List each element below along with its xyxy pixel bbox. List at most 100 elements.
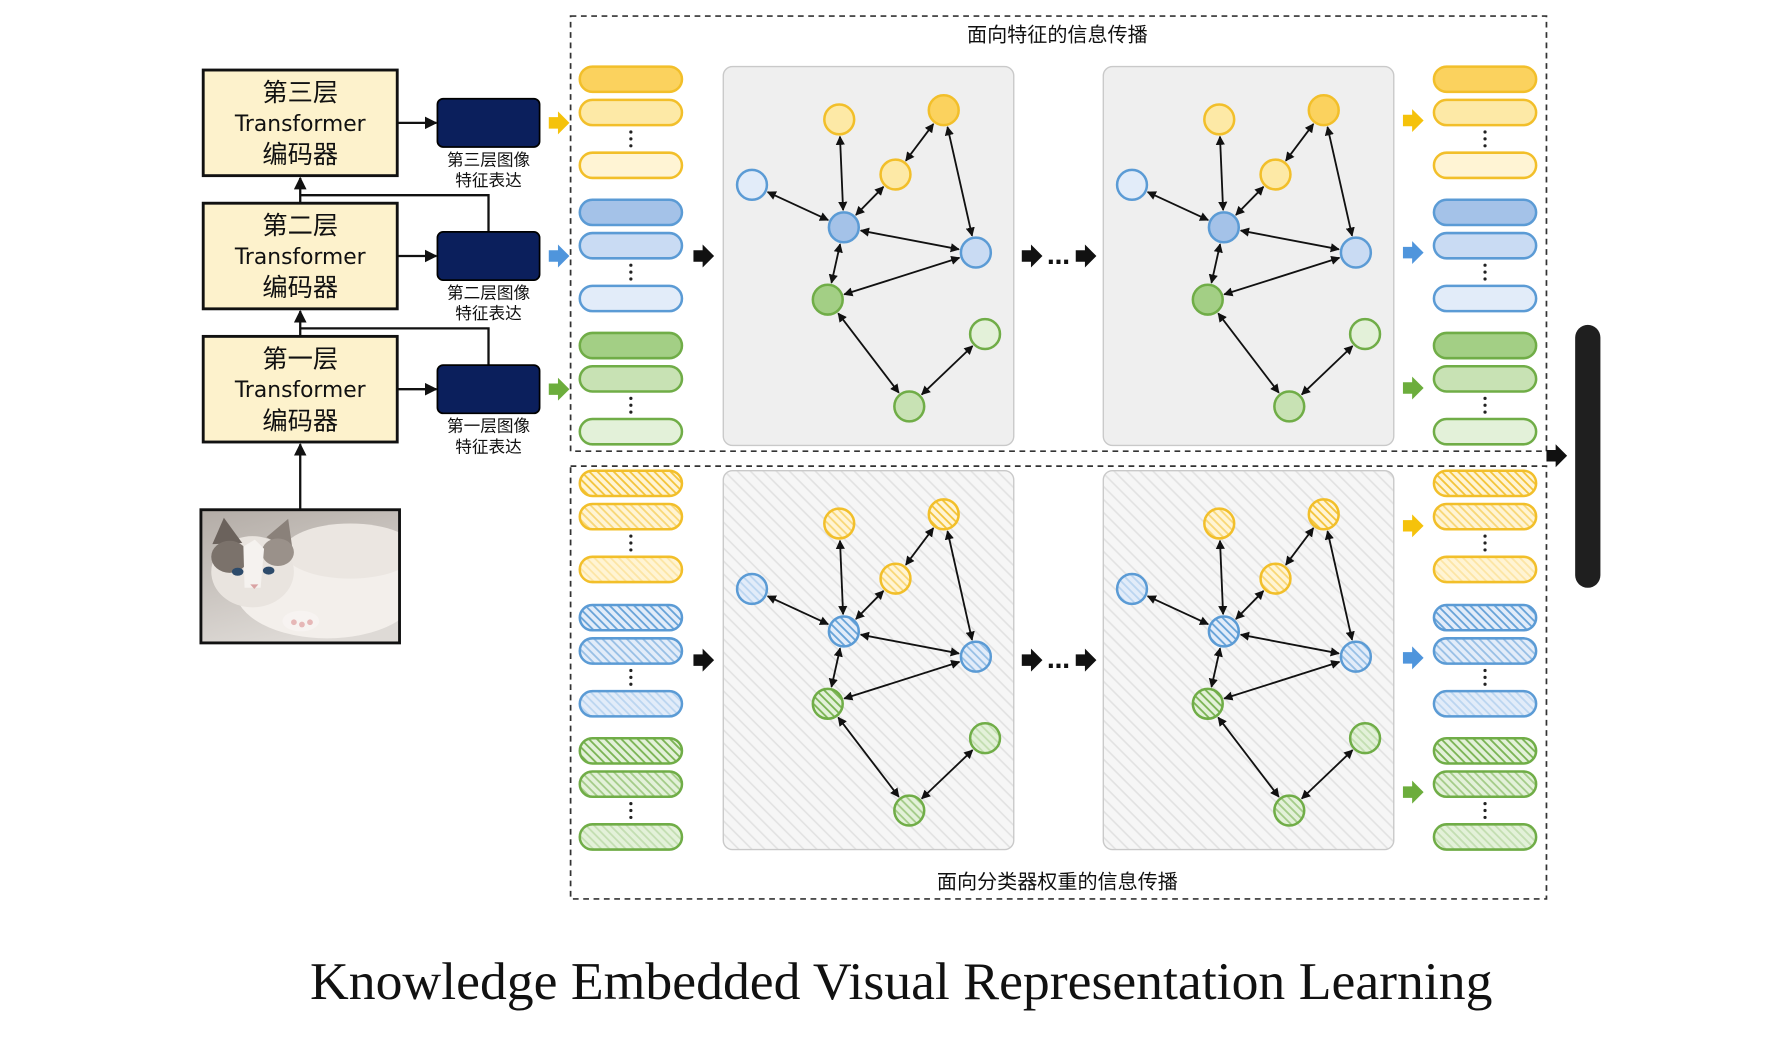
- encoder-name-label: 编码器: [262, 140, 338, 169]
- green-arrow-icon: [1402, 780, 1424, 804]
- graph-edge-g3-g2: [921, 749, 974, 800]
- graph-node-g1: [811, 283, 844, 316]
- feature-output-column: [1432, 65, 1538, 446]
- graph-edge-y3-b2: [1235, 186, 1265, 216]
- graph-node-g3: [1273, 390, 1306, 423]
- graph-node-y3: [879, 562, 912, 595]
- image-feature-box: [436, 97, 541, 148]
- encoder-stack: 第三层 Transformer 编码器 第二层 Transformer 编码器 …: [201, 68, 541, 510]
- blue-vector: [578, 231, 684, 260]
- graph-node-b3: [1339, 640, 1373, 673]
- classifier-propagation-region: [569, 465, 1548, 900]
- graph-node-y1: [1203, 507, 1236, 540]
- graph-edge-y2-y3: [1285, 527, 1315, 566]
- black-arrow-icon: [1075, 244, 1097, 268]
- yellow-vector: [1432, 98, 1538, 127]
- vertical-ellipsis-dot: [629, 541, 633, 545]
- classifier-propagation-title: 面向分类器权重的信息传播: [937, 870, 1178, 894]
- graph-node-b2: [1207, 615, 1241, 648]
- classifier-graph-2: [1115, 498, 1382, 827]
- graph-edge-y2-b3: [944, 530, 975, 641]
- image-feature-box: [436, 231, 541, 281]
- encoder-model-label: Transformer: [234, 112, 366, 137]
- green-vector: [578, 331, 684, 360]
- blue-arrow-icon: [1402, 646, 1424, 670]
- green-arrow-icon: [548, 377, 570, 401]
- vertical-ellipsis-dot: [1483, 815, 1487, 820]
- vertical-ellipsis-dot: [1483, 548, 1487, 552]
- graph-node-g1: [1191, 687, 1224, 720]
- green-vector: [1432, 417, 1538, 446]
- yellow-vector: [578, 469, 684, 498]
- yellow-vector: [1432, 555, 1538, 584]
- green-vector: [1432, 823, 1538, 851]
- feature-label-line2: 特征表达: [455, 171, 522, 190]
- encoder-box: [201, 201, 399, 311]
- graph-edge-g1-g3: [837, 716, 900, 798]
- green-vector: [578, 736, 684, 765]
- graph-node-g2: [968, 722, 1002, 755]
- green-vector: [1432, 770, 1538, 799]
- output-arrow-icon: [1546, 444, 1568, 468]
- graph-node-y2: [927, 94, 960, 127]
- graph-node-b3: [959, 236, 993, 269]
- blue-vector: [578, 637, 684, 665]
- graph-node-g2: [1348, 317, 1382, 351]
- graph-edge-g1-g3: [837, 312, 900, 394]
- encoder-name-label: 编码器: [262, 273, 338, 302]
- green-vector: [1432, 331, 1538, 360]
- feature-layer-3: 第三层图像 特征表达: [436, 97, 541, 190]
- yellow-vector: [1432, 469, 1538, 498]
- vertical-ellipsis-dot: [629, 403, 633, 407]
- graph-edge-g1-g3: [1217, 716, 1280, 798]
- output-bar: [1575, 324, 1601, 588]
- graph-node-g1: [811, 687, 844, 720]
- black-arrow-icon: [1075, 648, 1097, 672]
- graph-edge-y2-b3: [1324, 530, 1355, 641]
- graph-edge-g1-b3: [1223, 255, 1341, 297]
- feature-2-link-line: [300, 194, 490, 232]
- graph-node-y1: [823, 507, 856, 540]
- graph-node-y1: [823, 103, 856, 136]
- vertical-ellipsis-dot: [1483, 270, 1487, 274]
- vertical-ellipsis-dot: [1483, 410, 1487, 414]
- iteration-ellipsis: …: [1047, 648, 1070, 674]
- yellow-vector: [1432, 151, 1538, 180]
- yellow-arrow-icon: [1402, 109, 1424, 133]
- encoder-name-label: 编码器: [262, 406, 338, 435]
- encoder-layer-1: 第一层 Transformer 编码器: [201, 334, 399, 444]
- cat-paw: [282, 610, 320, 632]
- vertical-ellipsis-dot: [629, 270, 633, 274]
- feature-label-line1: 第一层图像: [447, 417, 530, 436]
- encoder-level-label: 第一层: [262, 344, 338, 373]
- encoder-model-label: Transformer: [234, 245, 366, 270]
- yellow-vector: [1432, 502, 1538, 531]
- yellow-vector: [578, 555, 684, 584]
- graph-node-y3: [1259, 562, 1292, 595]
- vertical-ellipsis-dot: [1483, 396, 1487, 400]
- yellow-vector: [578, 151, 684, 180]
- vector-columns: [578, 65, 1538, 851]
- cat-right-patch: [261, 538, 294, 566]
- feature-1-link-line: [300, 327, 490, 366]
- graph-edge-y1-b2: [835, 135, 848, 212]
- graph-edge-g3-g2: [1301, 345, 1354, 396]
- green-vector: [1432, 736, 1538, 765]
- black-arrow-icon: [1021, 244, 1043, 268]
- graph-edge-b2-g1: [1208, 243, 1223, 284]
- vertical-ellipsis-dot: [629, 548, 633, 552]
- vertical-ellipsis-dot: [629, 396, 633, 400]
- graph-edge-b2-g1: [828, 243, 843, 284]
- yellow-vector: [578, 502, 684, 531]
- blue-vector: [1432, 284, 1538, 313]
- graph-node-b2: [827, 211, 861, 244]
- feature-label-line2: 特征表达: [455, 437, 522, 456]
- graph-edge-b2-g1: [1208, 647, 1223, 688]
- blue-vector: [578, 689, 684, 718]
- encoder-box: [201, 68, 399, 178]
- graph-edge-y2-y3: [905, 123, 935, 162]
- vertical-ellipsis-dot: [1483, 808, 1487, 813]
- vertical-ellipsis-dot: [629, 675, 633, 679]
- graph-edge-y1-b2: [1215, 135, 1228, 212]
